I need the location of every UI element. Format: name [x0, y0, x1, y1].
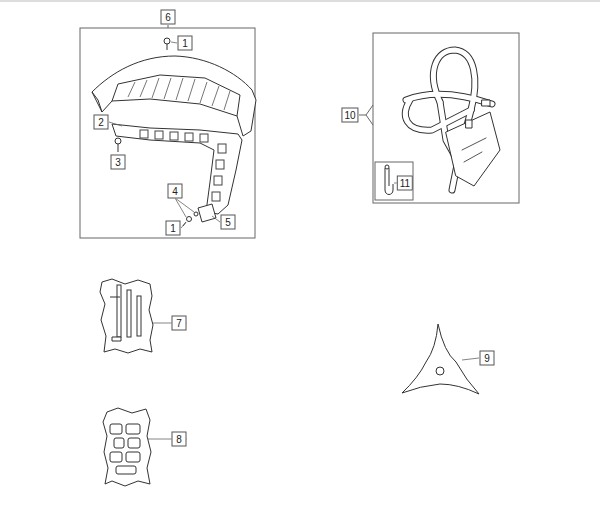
group-frame: [373, 33, 519, 203]
leader-line: [168, 25, 169, 28]
line-spool-piece: [103, 408, 151, 486]
three-tooth-blade: [402, 324, 479, 394]
top-rule: [0, 1, 600, 2]
callout-number: 5: [221, 215, 236, 230]
group-frame: [80, 28, 255, 238]
leader-lines: [109, 42, 479, 439]
leader-line: [359, 115, 366, 116]
callout-number: 9: [480, 351, 495, 366]
callout-number: 2: [94, 115, 109, 130]
snap-hook: [385, 165, 397, 195]
callout-number: 6: [161, 10, 176, 25]
callout-number: 7: [172, 316, 187, 331]
grass-guard: [92, 38, 256, 226]
detail-frame: [375, 162, 413, 200]
callout-number: 10: [341, 108, 358, 123]
callout-number: 11: [397, 176, 413, 191]
callout-number: 4: [168, 184, 183, 199]
harness: [405, 50, 500, 190]
tool-set: [100, 279, 153, 353]
callout-number: 1: [178, 36, 193, 51]
callout-number: 8: [172, 432, 187, 447]
callout-number: 3: [111, 155, 126, 170]
callout-number: 1: [166, 221, 181, 236]
group-bracket: [366, 105, 373, 125]
